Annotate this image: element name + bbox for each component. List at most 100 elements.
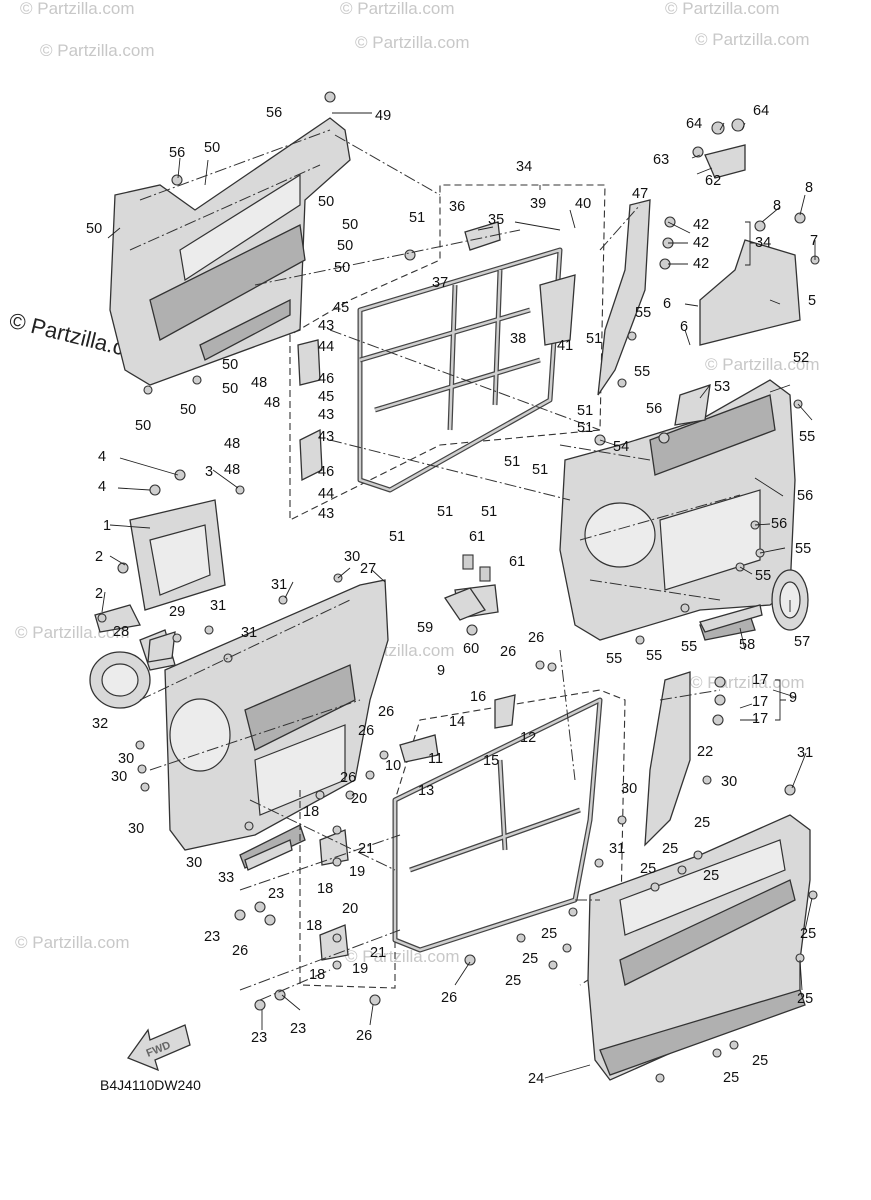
callout-31: 31 (210, 598, 226, 614)
callout-55: 55 (755, 568, 771, 584)
callout-44: 44 (318, 486, 334, 502)
callout-26: 26 (358, 723, 374, 739)
front-door-outer-panel (587, 814, 811, 1081)
callout-8: 8 (773, 198, 781, 214)
callout-6: 6 (663, 296, 671, 312)
callout-15: 15 (483, 753, 499, 769)
callout-55: 55 (635, 305, 651, 321)
watermark: © Partzilla.com (355, 33, 470, 52)
callout-1: 1 (103, 518, 111, 534)
callout-30: 30 (721, 774, 737, 790)
watermark: © Partzilla.com (705, 355, 820, 374)
watermark: © Partzilla.com (20, 0, 135, 18)
callout-42: 42 (693, 217, 709, 233)
callout-41: 41 (557, 338, 573, 354)
callout-10: 10 (385, 758, 401, 774)
callout-27: 27 (360, 561, 376, 577)
callout-18: 18 (317, 881, 333, 897)
callout-30: 30 (344, 549, 360, 565)
callout-51: 51 (577, 420, 593, 436)
watermark: © Partzilla.com (665, 0, 780, 18)
callout-38: 38 (510, 331, 526, 347)
callout-43: 43 (318, 407, 334, 423)
callout-21: 21 (370, 945, 386, 961)
callout-62: 62 (705, 173, 721, 189)
callout-30: 30 (118, 751, 134, 767)
callout-26: 26 (340, 770, 356, 786)
callout-43: 43 (318, 318, 334, 334)
callout-31: 31 (241, 625, 257, 641)
callout-17: 17 (752, 694, 768, 710)
callout-45: 45 (318, 389, 334, 405)
callout-58: 58 (739, 637, 755, 653)
callout-51: 51 (504, 454, 520, 470)
callout-25: 25 (797, 991, 813, 1007)
front-pillar-trim (644, 671, 691, 847)
callout-33: 33 (218, 870, 234, 886)
callout-18: 18 (303, 804, 319, 820)
watermark: © Partzilla.com (690, 673, 805, 692)
callout-48: 48 (224, 436, 240, 452)
callout-50: 50 (318, 194, 334, 210)
callout-50: 50 (135, 418, 151, 434)
callout-51: 51 (437, 504, 453, 520)
callout-26: 26 (528, 630, 544, 646)
callout-11: 11 (428, 751, 443, 767)
callout-53: 53 (714, 379, 730, 395)
callout-31: 31 (609, 841, 625, 857)
callout-29: 29 (169, 604, 185, 620)
callout-4: 4 (98, 449, 106, 465)
watermark: © Partzilla.com (345, 947, 460, 966)
callout-26: 26 (378, 704, 394, 720)
callout-25: 25 (541, 926, 557, 942)
callout-20: 20 (342, 901, 358, 917)
callout-51: 51 (586, 331, 602, 347)
callout-30: 30 (186, 855, 202, 871)
callout-47: 47 (632, 186, 648, 202)
callout-56: 56 (646, 401, 662, 417)
callout-21: 21 (358, 841, 374, 857)
callout-22: 22 (697, 744, 713, 760)
fwd-arrow: FWD (126, 1024, 191, 1072)
watermark: © Partzilla.com (40, 41, 155, 60)
callout-2: 2 (95, 586, 103, 602)
callout-57: 57 (794, 634, 810, 650)
callout-56: 56 (797, 488, 813, 504)
callout-24: 24 (528, 1071, 544, 1087)
callout-31: 31 (271, 577, 287, 593)
callout-34: 34 (516, 159, 532, 175)
rear-door-frame (289, 184, 606, 521)
watermark: © Partzilla.com (340, 0, 455, 18)
callout-50: 50 (180, 402, 196, 418)
callout-50: 50 (204, 140, 220, 156)
callout-51: 51 (532, 462, 548, 478)
callout-34: 34 (755, 235, 771, 251)
callout-45: 45 (333, 300, 349, 316)
callout-43: 43 (318, 429, 334, 445)
callout-30: 30 (621, 781, 637, 797)
callout-8: 8 (805, 180, 813, 196)
callout-37: 37 (432, 275, 448, 291)
callout-25: 25 (752, 1053, 768, 1069)
callout-48: 48 (264, 395, 280, 411)
callout-39: 39 (530, 196, 546, 212)
callout-4: 4 (98, 479, 106, 495)
callout-layer: 1 2 2 3 4 4 5 6 6 7 8 8 9 9 10 11 12 13 … (86, 103, 818, 1087)
diagram-code: B4J4110DW240 (100, 1077, 201, 1093)
callout-43: 43 (318, 506, 334, 522)
callout-28: 28 (113, 624, 129, 640)
callout-54: 54 (613, 439, 629, 455)
leader-lines (101, 112, 816, 1079)
rear-pillar-trim (597, 199, 651, 396)
hinge-assembly-upper (692, 118, 820, 346)
callout-36: 36 (449, 199, 465, 215)
rear-door-outer-panel (559, 379, 809, 641)
callout-50: 50 (337, 238, 353, 254)
callout-30: 30 (111, 769, 127, 785)
callout-48: 48 (224, 462, 240, 478)
callout-25: 25 (723, 1070, 739, 1086)
callout-2: 2 (95, 549, 103, 565)
callout-25: 25 (703, 868, 719, 884)
callout-5: 5 (808, 293, 816, 309)
callout-50: 50 (342, 217, 358, 233)
